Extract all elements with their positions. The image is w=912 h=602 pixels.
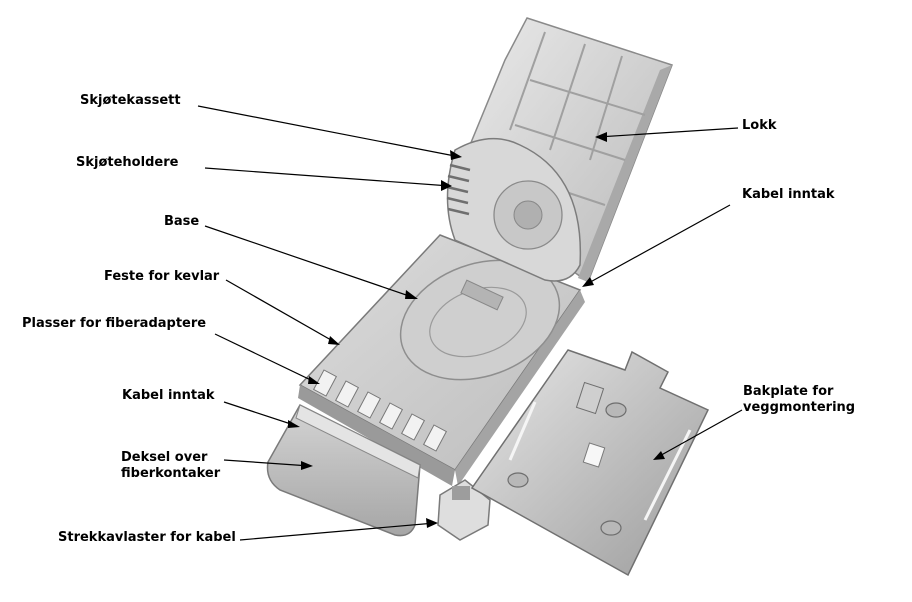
label-lokk: Lokk xyxy=(742,118,777,133)
splice-cassette-illustration xyxy=(446,137,582,282)
label-deksel-line1: Deksel over xyxy=(121,450,208,465)
callout-lokk xyxy=(597,127,739,138)
callout-lines xyxy=(197,105,743,541)
callout-kabel-left xyxy=(223,401,298,427)
label-feste-for-kevlar: Feste for kevlar xyxy=(104,269,220,284)
label-kabel-inntak-left: Kabel inntak xyxy=(122,388,215,403)
lid-illustration xyxy=(469,17,673,284)
callout-strekk xyxy=(239,522,436,541)
label-strekkavlaster: Strekkavlaster for kabel xyxy=(58,530,236,545)
label-kabel-inntak-right: Kabel inntak xyxy=(742,187,835,202)
callout-arrowheads xyxy=(288,132,665,528)
callout-bakplate xyxy=(655,409,743,459)
label-deksel-line2: fiberkontaker xyxy=(121,466,221,481)
label-skjotekassett: Skjøtekassett xyxy=(80,93,181,108)
back-plate-illustration xyxy=(470,349,710,577)
connector-cover-illustration xyxy=(266,404,421,537)
label-plasser-for-fiberadaptere: Plasser for fiberadaptere xyxy=(22,316,207,331)
base-illustration xyxy=(298,234,585,486)
label-skjoteholdere: Skjøteholdere xyxy=(76,155,179,170)
label-base: Base xyxy=(164,214,200,229)
callout-base xyxy=(204,225,416,299)
strain-relief-illustration xyxy=(437,479,491,541)
callout-skjotekassett xyxy=(197,105,461,158)
callout-deksel xyxy=(223,459,311,467)
callout-plasser xyxy=(214,333,318,384)
callout-kabel-right xyxy=(584,204,731,286)
callout-feste xyxy=(225,279,339,345)
callout-skjoteholdere xyxy=(204,167,451,187)
label-bakplate-line1: Bakplate for xyxy=(743,384,834,399)
label-bakplate-line2: veggmontering xyxy=(743,400,856,415)
